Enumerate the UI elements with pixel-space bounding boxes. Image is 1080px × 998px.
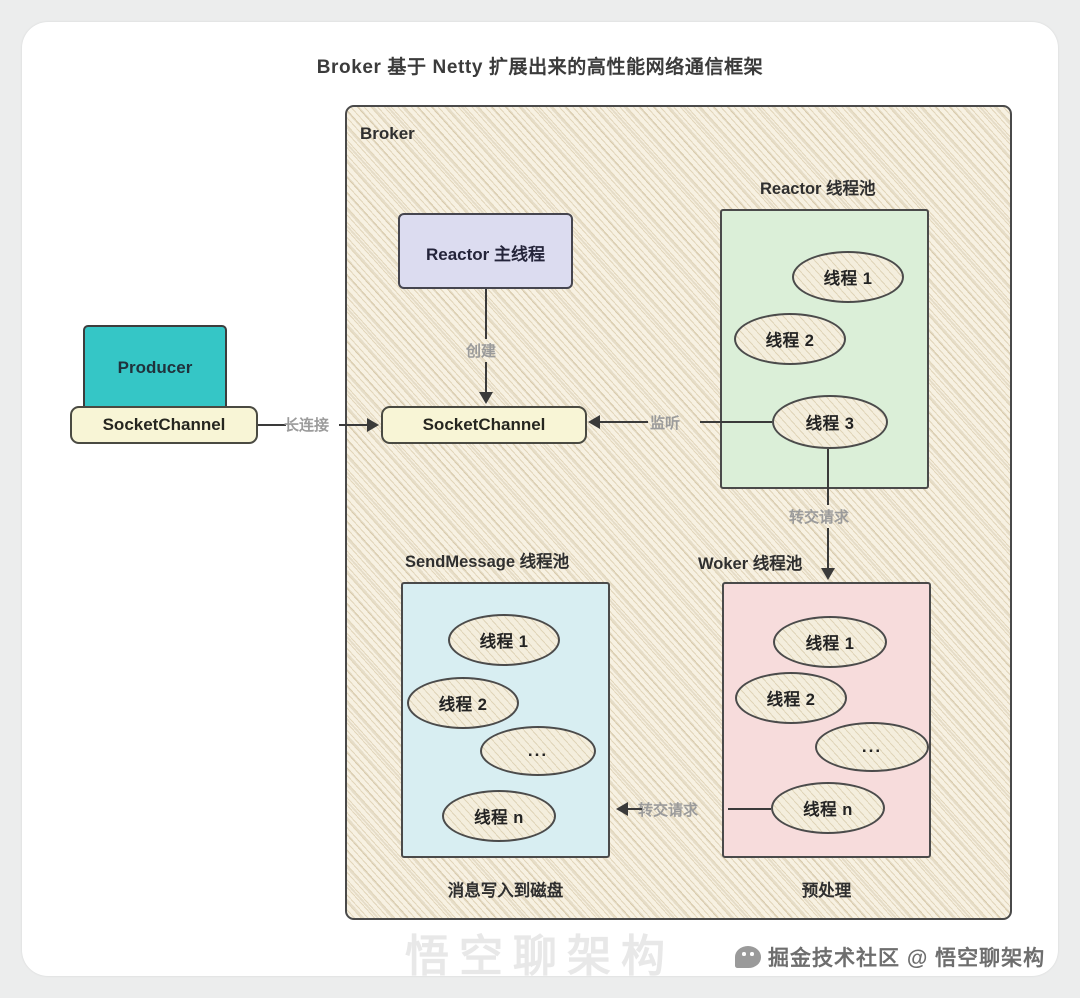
edge-dispatch-reactor-worker-arrowhead xyxy=(821,568,835,580)
reactor-pool-thread-3: 线程 3 xyxy=(772,395,888,449)
edge-long-connection-line-left xyxy=(258,424,286,426)
sendmessage-pool-caption: 消息写入到磁盘 xyxy=(447,882,564,900)
watermark-text: 掘金技术社区 @ 悟空聊架构 xyxy=(768,947,1046,970)
watermark-bar: 掘金技术社区 @ 悟空聊架构 xyxy=(735,942,1045,972)
edge-create-line-bottom xyxy=(485,362,487,394)
worker-pool-title: Woker 线程池 xyxy=(698,555,803,573)
edge-listen-line-right xyxy=(700,421,772,423)
edge-dispatch-worker-send-label: 转交请求 xyxy=(638,802,699,819)
sendmessage-pool-thread-2: 线程 2 xyxy=(407,677,519,729)
edge-create-arrowhead xyxy=(479,392,493,404)
edge-listen-arrowhead xyxy=(588,415,600,429)
edge-long-connection-arrowhead xyxy=(367,418,379,432)
sendmessage-pool-thread-ellipsis: ... xyxy=(480,726,596,776)
reactor-pool-thread-1-label: 线程 1 xyxy=(823,270,873,288)
broker-socket-channel-node xyxy=(381,406,587,444)
reactor-main-thread-node xyxy=(398,213,573,289)
sendmessage-pool-title: SendMessage 线程池 xyxy=(405,553,570,571)
worker-pool-thread-1: 线程 1 xyxy=(773,616,887,668)
edge-dispatch-worker-send-line-right xyxy=(728,808,771,810)
sendmessage-pool-thread-n-label: 线程 n xyxy=(474,809,524,827)
worker-pool-thread-n-label: 线程 n xyxy=(803,801,853,819)
sendmessage-pool-thread-n: 线程 n xyxy=(442,790,556,842)
producer-node xyxy=(83,325,227,418)
sendmessage-pool-thread-1-label: 线程 1 xyxy=(479,633,529,651)
reactor-pool-thread-2: 线程 2 xyxy=(734,313,846,365)
broker-socket-channel-label: SocketChannel xyxy=(422,415,546,434)
reactor-pool-thread-1: 线程 1 xyxy=(792,251,904,303)
reactor-main-thread-label: Reactor 主线程 xyxy=(425,245,546,264)
edge-dispatch-reactor-worker-label: 转交请求 xyxy=(789,509,850,526)
wechat-icon xyxy=(735,946,761,968)
sendmessage-pool-thread-ellipsis-label: ... xyxy=(527,741,549,760)
edge-long-connection-line-right xyxy=(339,424,367,426)
worker-pool-thread-n: 线程 n xyxy=(771,782,885,834)
producer-label: Producer xyxy=(117,358,193,377)
edge-dispatch-reactor-worker-line-top xyxy=(827,449,829,505)
worker-pool-thread-ellipsis: ... xyxy=(815,722,929,772)
producer-socket-channel-node xyxy=(70,406,258,444)
edge-long-connection-label: 长连接 xyxy=(284,417,330,434)
reactor-pool-thread-3-label: 线程 3 xyxy=(805,415,855,433)
diagram-title: Broker 基于 Netty 扩展出来的高性能网络通信框架 xyxy=(316,57,764,78)
reactor-pool-thread-2-label: 线程 2 xyxy=(765,332,815,350)
worker-pool-thread-ellipsis-label: ... xyxy=(861,737,883,756)
edge-create-line-top xyxy=(485,289,487,339)
edge-listen-label: 监听 xyxy=(650,415,681,432)
worker-pool-thread-1-label: 线程 1 xyxy=(805,635,855,653)
producer-socket-channel-label: SocketChannel xyxy=(102,415,226,434)
edge-dispatch-worker-send-line-left xyxy=(628,808,642,810)
sendmessage-pool-thread-1: 线程 1 xyxy=(448,614,560,666)
edge-create-label: 创建 xyxy=(466,343,497,360)
reactor-pool-title: Reactor 线程池 xyxy=(760,180,876,198)
worker-pool-thread-2-label: 线程 2 xyxy=(766,691,816,709)
worker-pool-caption: 预处理 xyxy=(801,882,852,900)
broker-label: Broker xyxy=(360,124,415,143)
edge-dispatch-worker-send-arrowhead xyxy=(616,802,628,816)
edge-dispatch-reactor-worker-line-bottom xyxy=(827,528,829,570)
sendmessage-pool-thread-2-label: 线程 2 xyxy=(438,696,488,714)
worker-pool-thread-2: 线程 2 xyxy=(735,672,847,724)
edge-listen-line-left xyxy=(600,421,648,423)
